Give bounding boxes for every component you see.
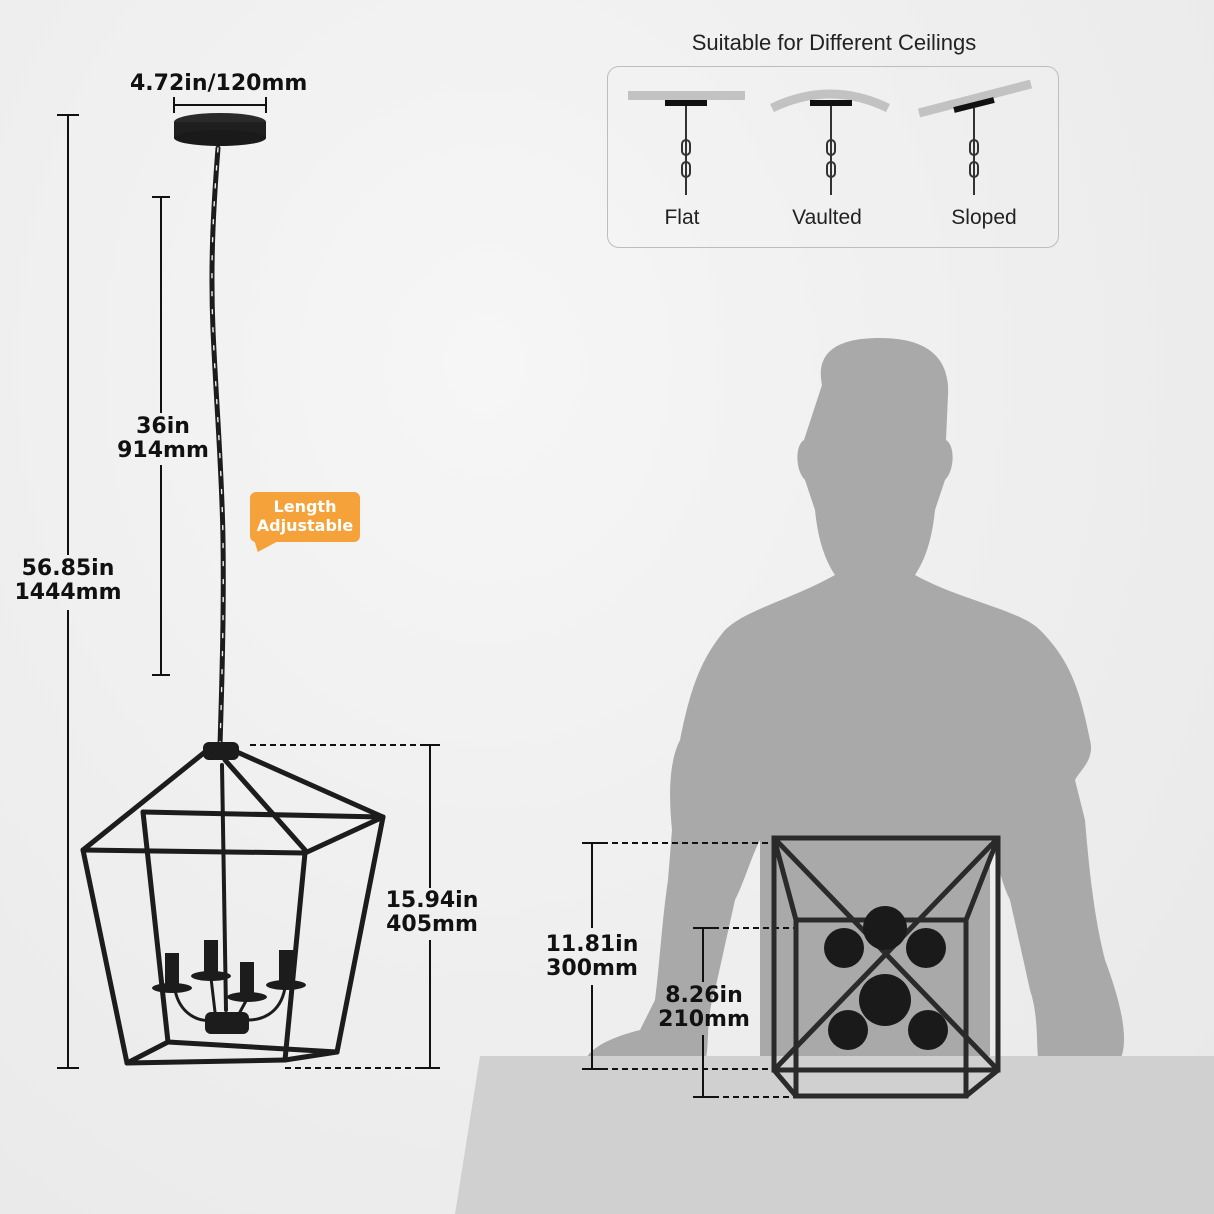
lantern-depth-label: 8.26in 210mm [654, 984, 754, 1032]
candle-sockets [152, 940, 306, 1034]
total-height-dimension [57, 114, 79, 1069]
ceiling-label-flat: Flat [664, 206, 700, 229]
badge-line-1: Length [273, 497, 337, 516]
ceiling-label-sloped: Sloped [951, 206, 1017, 229]
total-height-mm: 1444mm [14, 580, 122, 605]
table-surface [455, 1056, 1214, 1214]
length-adjustable-badge: Length Adjustable [250, 492, 360, 542]
flat-ceiling-icon [628, 91, 745, 195]
chain-length-dimension [152, 196, 170, 676]
lantern-width-dimension [582, 842, 772, 1070]
lantern-height-label: 15.94in 405mm [384, 889, 480, 937]
lantern-height-mm: 405mm [386, 912, 478, 937]
vaulted-ceiling-icon [770, 89, 890, 195]
canopy-width-dimension [173, 97, 267, 113]
lantern-height-dimension [250, 744, 440, 1069]
total-height-in: 56.85in [21, 556, 115, 581]
ceilings-title: Suitable for Different Ceilings [691, 30, 977, 55]
chandelier-bottom-view [771, 835, 1001, 1099]
total-height-label: 56.85in 1444mm [10, 557, 126, 605]
lantern-depth-dimension [693, 927, 795, 1098]
lantern-width-label: 11.81in 300mm [542, 933, 642, 981]
canopy-width-label: 4.72in/120mm [130, 71, 308, 96]
lantern-width-mm: 300mm [546, 956, 638, 981]
lantern-width-in: 11.81in [545, 932, 639, 957]
lantern-depth-mm: 210mm [658, 1007, 750, 1032]
chain-length-label: 36in 914mm [116, 415, 210, 463]
ceilings-panel [607, 66, 1059, 248]
lantern-depth-in: 8.26in [665, 983, 743, 1008]
badge-line-2: Adjustable [256, 516, 354, 535]
lantern-height-in: 15.94in [385, 888, 479, 913]
chain-length-mm: 914mm [117, 438, 209, 463]
chain-length-in: 36in [136, 414, 190, 439]
chain [209, 145, 226, 748]
sloped-ceiling-icon [917, 79, 1033, 195]
ceiling-label-vaulted: Vaulted [792, 206, 862, 229]
person-silhouette [584, 338, 1125, 1075]
pendant-chandelier [80, 113, 386, 1066]
